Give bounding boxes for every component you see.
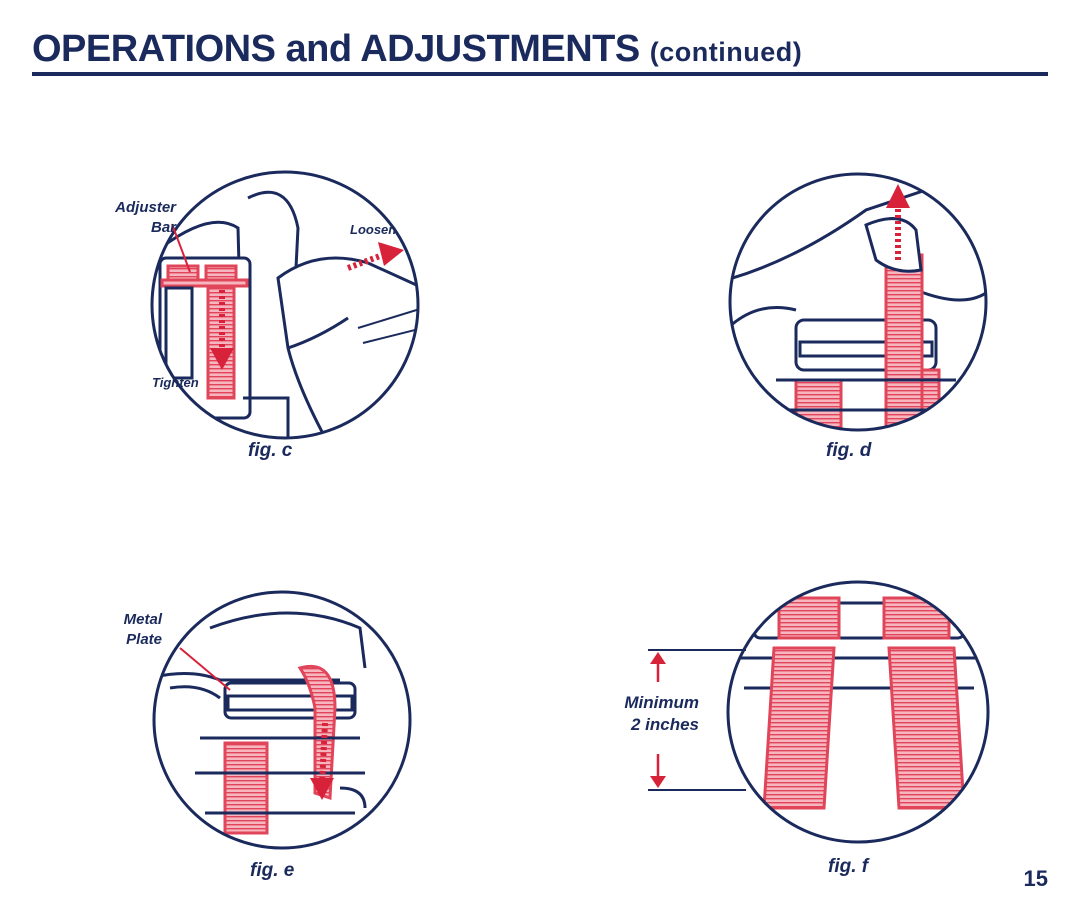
plate-label-line-1: Metal: [123, 611, 162, 628]
figure-f: Minimum 2 inches fig. f: [624, 578, 992, 877]
minimum-label-line-1: Minimum: [624, 693, 699, 712]
figure-d-illustration: [728, 172, 988, 432]
figure-c-caption: fig. c: [248, 440, 293, 461]
title-main: OPERATIONS and ADJUSTMENTS: [32, 28, 640, 70]
minimum-label-line-2: 2 inches: [630, 715, 699, 734]
figure-e: Metal Plate fig. e: [124, 588, 414, 881]
figure-f-illustration: [726, 580, 990, 844]
metal-plate-label: Metal Plate: [100, 610, 162, 650]
figure-c: Adjuster Bar Loosen Tighten fig. c: [115, 168, 423, 461]
figure-f-caption: fig. f: [828, 856, 869, 877]
figure-e-caption: fig. e: [250, 860, 295, 881]
minimum-distance-label: Minimum 2 inches: [584, 692, 699, 736]
figure-e-illustration: [152, 590, 412, 850]
title-suffix: (continued): [649, 37, 803, 67]
page-number: 15: [1023, 866, 1048, 891]
tighten-label: Tighten: [152, 375, 199, 390]
loosen-label: Loosen: [350, 222, 397, 237]
figure-d: fig. d: [726, 170, 990, 461]
adjuster-label-line-2: Bar: [150, 219, 176, 236]
adjuster-bar-label: Adjuster Bar: [98, 198, 176, 238]
adjuster-label-line-1: Adjuster: [115, 199, 176, 216]
minimum-dimension-marker: [648, 649, 746, 791]
figure-d-caption: fig. d: [826, 440, 872, 461]
figure-c-illustration: [150, 170, 420, 440]
plate-label-line-2: Plate: [126, 631, 162, 648]
page-title: OPERATIONS and ADJUSTMENTS (continued): [32, 28, 802, 71]
title-rule: [32, 72, 1048, 76]
